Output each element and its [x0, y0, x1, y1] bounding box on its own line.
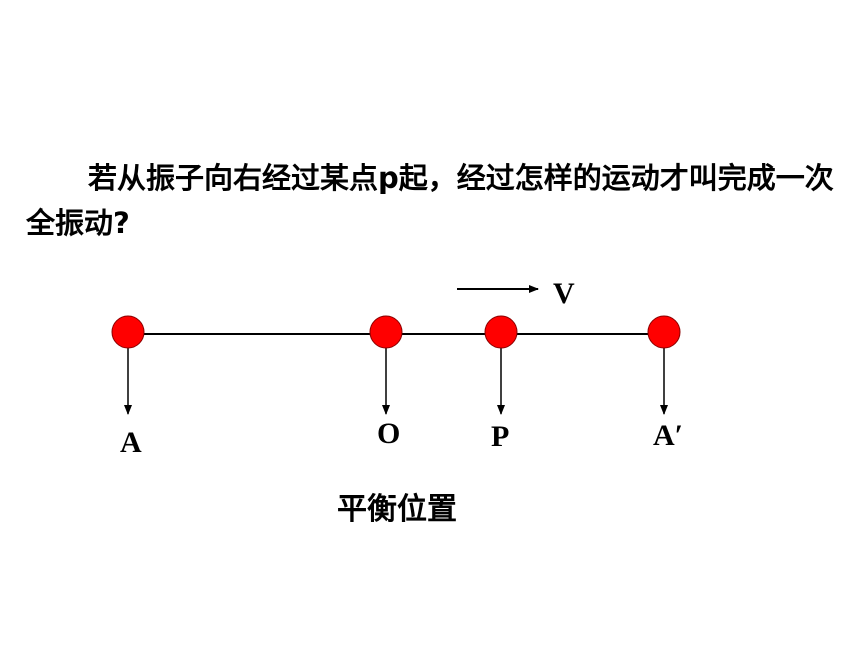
velocity-label: V [553, 277, 575, 310]
ball-a-prime [647, 315, 681, 349]
ball-p [484, 315, 518, 349]
ball-a [111, 315, 145, 349]
point-label-a-prime: A′ [653, 419, 683, 452]
question-text: 若从振子向右经过某点p起，经过怎样的运动才叫完成一次全振动? [26, 161, 834, 240]
ball-o [369, 315, 403, 349]
point-label-a: A [120, 426, 142, 459]
equilibrium-position-label: 平衡位置 [337, 492, 457, 527]
point-label-p: P [491, 420, 509, 453]
point-label-o: O [377, 417, 400, 450]
